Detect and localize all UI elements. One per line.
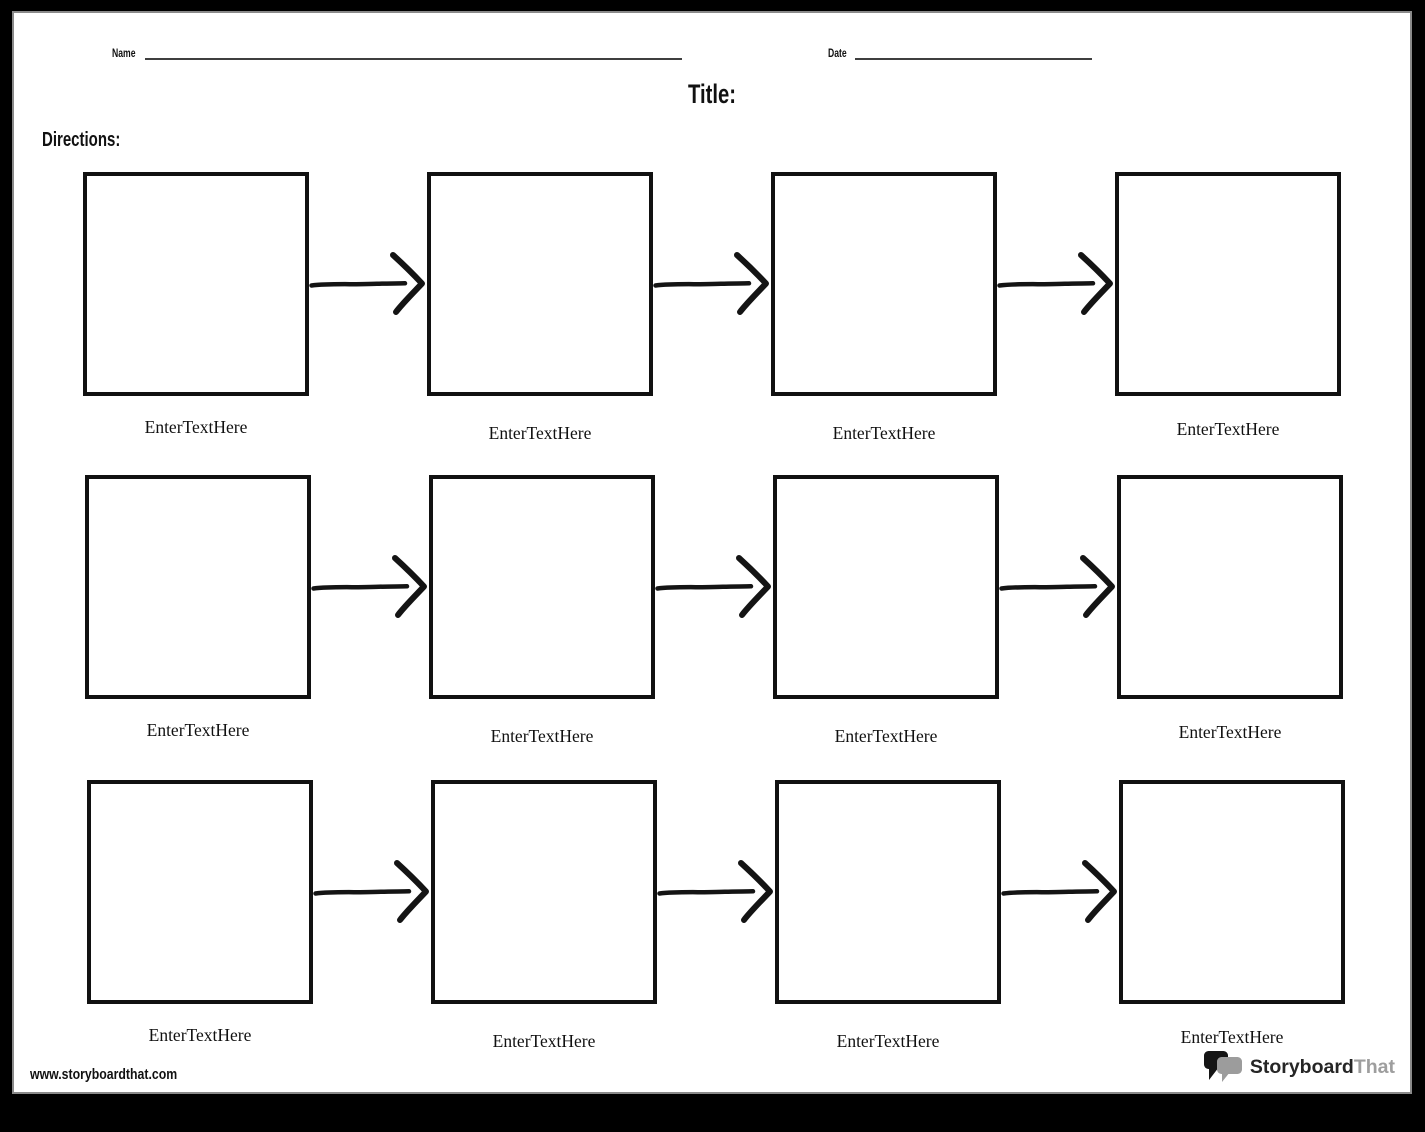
- cell-text-placeholder[interactable]: EnterTextHere: [144, 417, 248, 437]
- flow-cell: EnterTextHere: [1119, 780, 1345, 1048]
- flow-cell: EnterTextHere: [773, 475, 999, 747]
- storyboard-box[interactable]: [85, 475, 311, 699]
- arrow-right-icon: [999, 555, 1115, 618]
- flow-cell: EnterTextHere: [1115, 172, 1341, 440]
- arrow-right-icon: [657, 860, 773, 923]
- storyboard-box[interactable]: [1119, 780, 1345, 1004]
- storyboard-box[interactable]: [83, 172, 309, 396]
- storyboard-box[interactable]: [427, 172, 653, 396]
- directions-label: Directions:: [42, 129, 121, 151]
- website-url: www.storyboardthat.com: [30, 1066, 178, 1083]
- arrow-right-icon: [1001, 860, 1117, 923]
- flow-cell: EnterTextHere: [775, 780, 1001, 1052]
- name-field: Name: [112, 47, 683, 61]
- flow-row: EnterTextHere EnterTextHere EnterTextHer…: [85, 475, 1343, 747]
- cell-text-placeholder[interactable]: EnterTextHere: [492, 1031, 596, 1051]
- date-field: Date: [828, 47, 1092, 61]
- cell-text-placeholder[interactable]: EnterTextHere: [1176, 419, 1280, 439]
- flow-cell: EnterTextHere: [431, 780, 657, 1052]
- storyboard-box[interactable]: [773, 475, 999, 699]
- storyboard-box[interactable]: [771, 172, 997, 396]
- cell-text-placeholder[interactable]: EnterTextHere: [146, 720, 250, 740]
- storyboard-box[interactable]: [431, 780, 657, 1004]
- arrow-right-icon: [653, 252, 769, 315]
- page-title: Title:: [687, 79, 736, 109]
- storyboard-box[interactable]: [87, 780, 313, 1004]
- arrow-right-icon: [309, 252, 425, 315]
- name-label: Name: [112, 48, 136, 60]
- storyboard-box[interactable]: [1115, 172, 1341, 396]
- arrow-right-icon: [311, 555, 427, 618]
- cell-text-placeholder[interactable]: EnterTextHere: [832, 423, 936, 443]
- storyboard-box[interactable]: [429, 475, 655, 699]
- cell-text-placeholder[interactable]: EnterTextHere: [836, 1031, 940, 1051]
- flow-cell: EnterTextHere: [427, 172, 653, 444]
- flow-cell: EnterTextHere: [87, 780, 313, 1046]
- storyboardthat-logo: StoryboardThat: [1203, 1050, 1395, 1084]
- date-label: Date: [828, 48, 847, 60]
- flow-cell: EnterTextHere: [1117, 475, 1343, 743]
- flow-cell: EnterTextHere: [83, 172, 309, 438]
- storyboard-box[interactable]: [775, 780, 1001, 1004]
- speech-bubbles-icon: [1203, 1051, 1242, 1082]
- arrow-right-icon: [655, 555, 771, 618]
- storyboard-box[interactable]: [1117, 475, 1343, 699]
- arrow-right-icon: [997, 252, 1113, 315]
- worksheet-page: Name Date Title: Directions: EnterTextHe…: [12, 11, 1412, 1094]
- cell-text-placeholder[interactable]: EnterTextHere: [834, 726, 938, 746]
- flow-cell: EnterTextHere: [85, 475, 311, 741]
- flow-row: EnterTextHere EnterTextHere EnterTextHer…: [83, 172, 1341, 444]
- flow-cell: EnterTextHere: [771, 172, 997, 444]
- flow-row: EnterTextHere EnterTextHere EnterTextHer…: [87, 780, 1345, 1052]
- date-blank-line[interactable]: [854, 58, 1092, 60]
- cell-text-placeholder[interactable]: EnterTextHere: [1180, 1027, 1284, 1047]
- flow-cell: EnterTextHere: [429, 475, 655, 747]
- cell-text-placeholder[interactable]: EnterTextHere: [1178, 722, 1282, 742]
- arrow-right-icon: [313, 860, 429, 923]
- cell-text-placeholder[interactable]: EnterTextHere: [148, 1025, 252, 1045]
- cell-text-placeholder[interactable]: EnterTextHere: [490, 726, 594, 746]
- cell-text-placeholder[interactable]: EnterTextHere: [488, 423, 592, 443]
- name-blank-line[interactable]: [145, 58, 683, 60]
- logo-wordmark: StoryboardThat: [1249, 1055, 1395, 1078]
